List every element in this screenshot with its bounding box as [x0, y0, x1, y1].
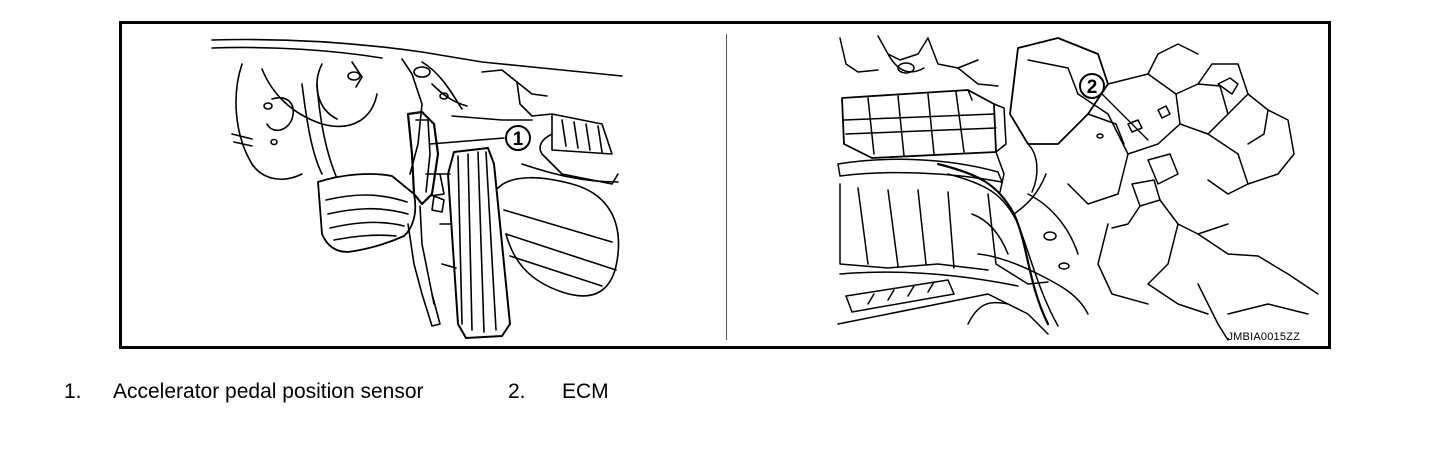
ecm-location-illustration: 2: [837, 35, 1319, 341]
figure-frame: 1: [119, 21, 1331, 349]
callout-2: 2: [1087, 77, 1098, 98]
legend-label-1: Accelerator pedal position sensor: [113, 380, 424, 403]
callout-1: 1: [513, 129, 524, 150]
figure-id: JMBIA0015ZZ: [1227, 331, 1300, 343]
pedal-assembly-illustration: 1: [211, 38, 623, 339]
panel-divider: [726, 34, 727, 340]
legend-label-2: ECM: [562, 380, 609, 403]
legend-number-2: 2.: [508, 380, 526, 403]
legend-number-1: 1.: [64, 380, 82, 403]
